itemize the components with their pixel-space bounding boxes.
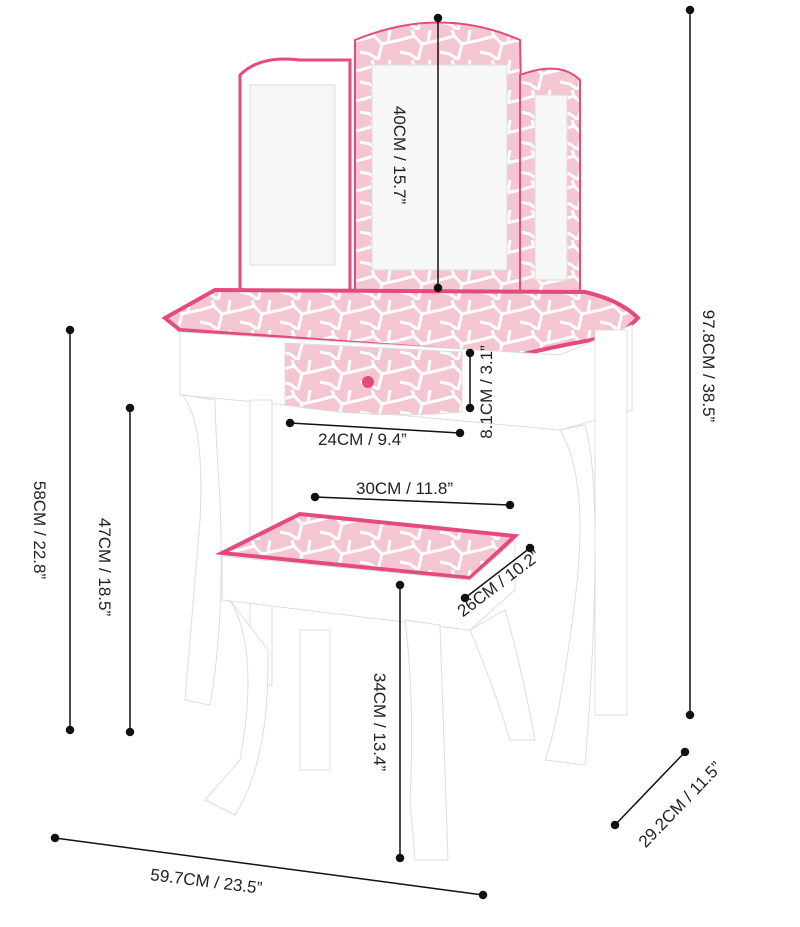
total-height-label: 97.8CM / 38.5”	[699, 309, 719, 423]
stool	[204, 511, 536, 861]
tri-fold-mirror	[238, 21, 581, 302]
stool-height-label: 34CM / 13.4”	[370, 672, 390, 772]
table-height-label: 58CM / 22.8”	[30, 480, 50, 580]
dimension-lines	[50, 5, 695, 900]
drawer-height-label: 8.1CM / 3.1”	[476, 345, 496, 439]
drawer-width-label: 24CM / 9.4”	[318, 430, 407, 449]
stool-width-label: 30CM / 11.8”	[356, 479, 454, 498]
knee-height-label: 47CM / 18.5”	[95, 517, 115, 617]
vanity-table	[161, 287, 641, 766]
drawer-knob	[362, 376, 374, 388]
mirror-height-label: 40CM / 15.7”	[390, 105, 410, 205]
